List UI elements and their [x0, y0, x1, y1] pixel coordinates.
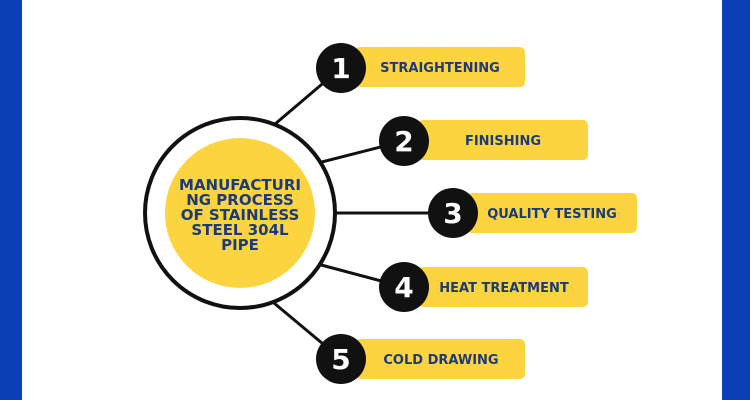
center-circle	[165, 138, 315, 288]
center-title-line: NG PROCESS	[186, 191, 294, 209]
step-3: 3 QUALITY TESTING	[428, 188, 637, 238]
step-number-badge	[316, 43, 366, 93]
step-number-badge	[316, 334, 366, 384]
step-1: 1 STRAIGHTENING	[316, 43, 525, 93]
step-number: 2	[394, 125, 413, 158]
step-number-badge	[428, 188, 478, 238]
step-label: FINISHING	[465, 134, 541, 149]
center-title: MANUFACTURI NG PROCESS OF STAINLESS STEE…	[165, 178, 315, 253]
step-label: COLD DRAWING	[383, 353, 498, 368]
step-box	[467, 193, 637, 233]
step-5: 5 COLD DRAWING	[316, 334, 525, 384]
center-title-line: MANUFACTURI	[179, 176, 301, 194]
step-box	[355, 339, 525, 379]
step-2: 2 FINISHING	[379, 116, 588, 166]
step-number-badge	[379, 262, 429, 312]
center-title-line: OF STAINLESS	[180, 206, 300, 224]
step-box	[418, 120, 588, 160]
center-title-line: PIPE	[221, 236, 259, 254]
step-number: 1	[331, 52, 350, 85]
step-label: QUALITY TESTING	[487, 207, 617, 222]
step-number: 5	[331, 343, 350, 376]
step-number-badge	[379, 116, 429, 166]
step-box	[418, 267, 588, 307]
center-title-line: STEEL 304L	[191, 221, 289, 239]
step-number: 4	[394, 271, 413, 304]
step-box	[355, 47, 525, 87]
step-number: 3	[443, 197, 462, 230]
step-label: HEAT TREATMENT	[439, 281, 569, 296]
step-4: 4 HEAT TREATMENT	[379, 262, 588, 312]
step-label: STRAIGHTENING	[380, 61, 500, 76]
